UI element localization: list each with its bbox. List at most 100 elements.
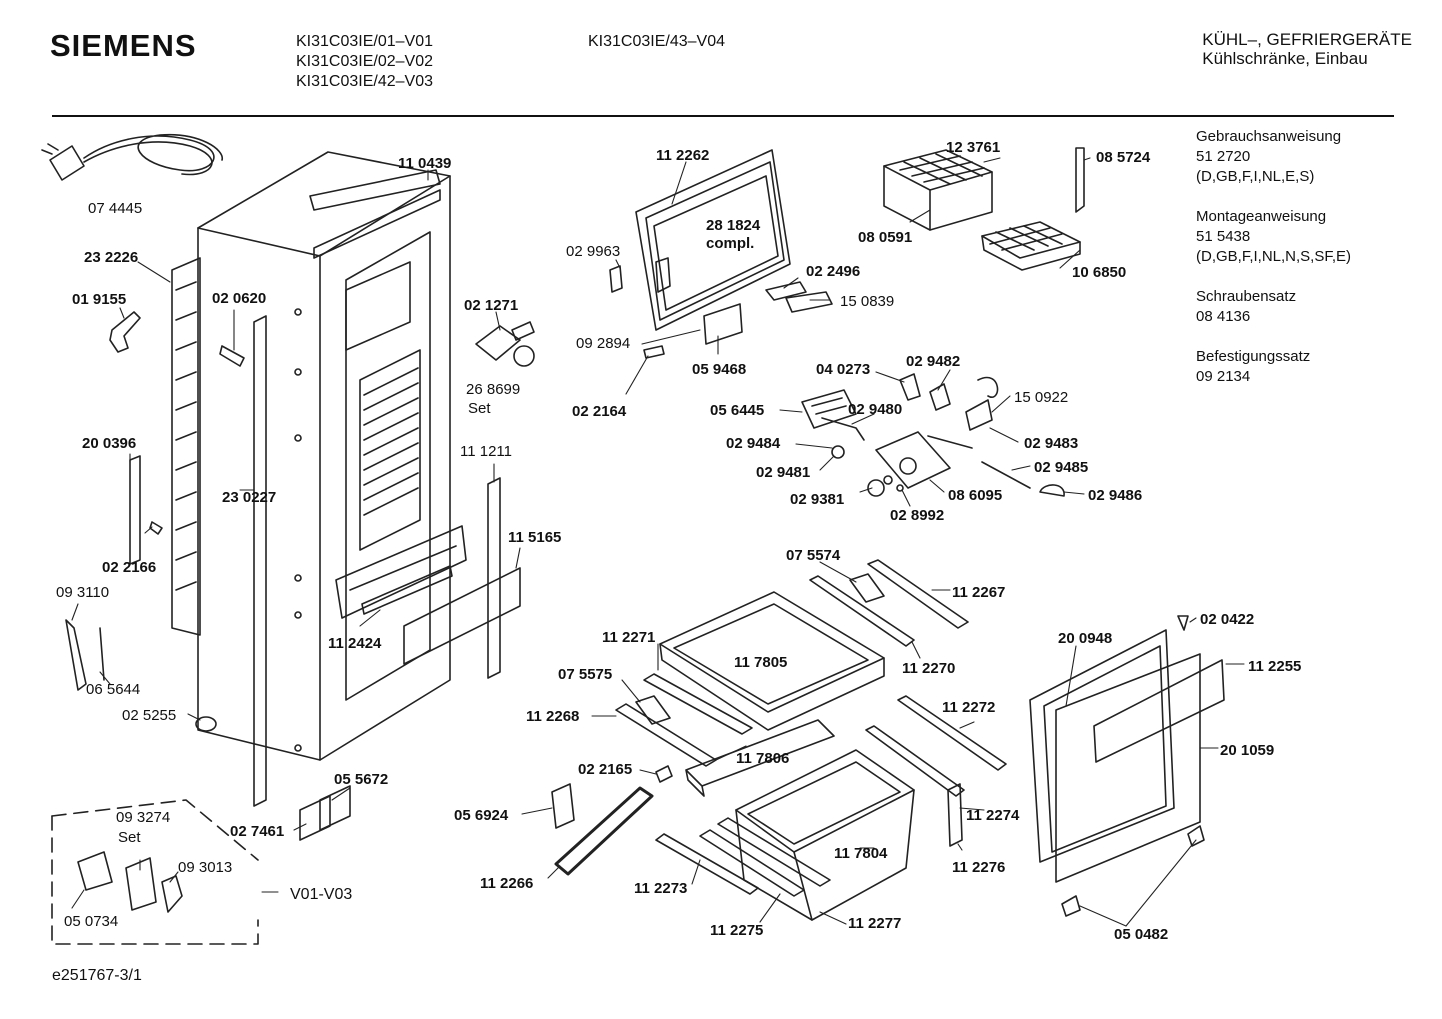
part-label: 02 9484 xyxy=(726,435,781,452)
part-label: Set xyxy=(118,829,141,846)
part-label: 02 9486 xyxy=(1088,487,1142,504)
part-label: 12 3761 xyxy=(946,139,1000,156)
part-label: 20 1059 xyxy=(1220,742,1274,759)
drawer-rail-drawing xyxy=(655,833,759,895)
part-label: 02 0422 xyxy=(1200,611,1254,628)
ice-box-drawing xyxy=(883,149,993,231)
part-label: 11 2266 xyxy=(480,875,533,892)
condenser-grid-drawing xyxy=(171,257,201,636)
document-name: Gebrauchsanweisung xyxy=(1196,128,1342,145)
part-label: 11 2274 xyxy=(966,807,1020,824)
drawer-rail-drawing xyxy=(699,829,805,897)
part-label: 20 0396 xyxy=(82,435,136,452)
header-divider xyxy=(52,115,1394,117)
part-label: 02 5255 xyxy=(122,707,176,724)
part-label: 05 5672 xyxy=(334,771,388,788)
part-label: 02 9963 xyxy=(566,243,620,260)
rail-clip-drawing xyxy=(849,573,885,603)
thermostat-assembly-drawing xyxy=(801,373,1065,497)
screw-drawing xyxy=(1177,615,1189,631)
document-code: e251767-3/1 xyxy=(52,967,142,984)
part-label: 06 5644 xyxy=(86,681,140,698)
clip-drawing xyxy=(219,345,245,367)
part-label: 11 2268 xyxy=(526,708,579,725)
part-labels: 07 4445 23 2226 01 9155 20 0396 02 2166 … xyxy=(56,139,1301,943)
part-label: 09 3110 xyxy=(56,584,109,601)
shelf-rail-drawing xyxy=(643,673,753,735)
document-item: Schraubensatz 08 4136 xyxy=(1196,287,1351,327)
part-label: 11 2273 xyxy=(634,880,687,897)
part-label: 02 2166 xyxy=(102,559,156,576)
freezer-door-drawing xyxy=(635,149,791,331)
latch-drawing xyxy=(609,265,623,293)
pin-drawing xyxy=(643,345,665,359)
shelf-tray-drawing xyxy=(659,591,885,731)
part-label: 05 0734 xyxy=(64,913,118,930)
crisper-drawer-drawing xyxy=(735,749,915,921)
part-label: 11 2262 xyxy=(656,147,709,164)
part-label: 02 9480 xyxy=(848,401,902,418)
document-name: Schraubensatz xyxy=(1196,288,1297,305)
bracket-drawing xyxy=(299,785,351,841)
part-label: 15 0839 xyxy=(840,293,894,310)
part-label: 28 1824 xyxy=(706,217,761,234)
part-label: 02 2165 xyxy=(578,761,632,778)
part-label: 01 9155 xyxy=(72,291,126,308)
document-name: Montageanweisung xyxy=(1196,208,1327,225)
rail-drawing xyxy=(487,477,501,679)
part-label: 02 9381 xyxy=(790,491,844,508)
part-label: 07 4445 xyxy=(88,200,142,217)
part-label: Set xyxy=(468,400,491,417)
cabinet-drawing xyxy=(197,151,451,761)
document-number: 09 2134 xyxy=(1196,368,1251,385)
cover-panel-drawing xyxy=(403,567,521,665)
part-label: 11 2275 xyxy=(710,922,763,939)
part-label: 11 5165 xyxy=(508,529,561,546)
part-label: 05 6924 xyxy=(454,807,509,824)
bracket-drawing xyxy=(551,783,575,829)
fan-set-box xyxy=(51,799,259,945)
part-label: 02 8992 xyxy=(890,507,944,524)
model-number: KI31C03IE/01–V01 xyxy=(296,33,433,50)
brand-logo: SIEMENS xyxy=(50,28,197,63)
part-label: 26 8699 xyxy=(466,381,520,398)
part-label: 15 0922 xyxy=(1014,389,1068,406)
part-label: 07 5575 xyxy=(558,666,612,683)
part-label: 11 2276 xyxy=(952,859,1005,876)
model-number: KI31C03IE/02–V02 xyxy=(296,53,433,70)
trim-strip-drawing xyxy=(253,315,267,807)
part-label: 11 1211 xyxy=(460,443,512,460)
part-label: 02 2496 xyxy=(806,263,860,280)
document-item: Montageanweisung 51 5438 (D,GB,F,I,NL,N,… xyxy=(1196,207,1351,267)
part-label: 08 5724 xyxy=(1096,149,1151,166)
part-label: 11 2255 xyxy=(1248,658,1301,675)
model-list-1: KI31C03IE/01–V01 KI31C03IE/02–V02 KI31C0… xyxy=(296,32,433,92)
category-title: KÜHL–, GEFRIERGERÄTE xyxy=(1202,30,1412,49)
glass-shelf-drawing xyxy=(685,719,835,797)
seal-drawing xyxy=(554,786,654,876)
part-label: 11 2277 xyxy=(848,915,901,932)
part-label: 02 1271 xyxy=(464,297,518,314)
lamp-holder-drawing xyxy=(475,321,535,367)
clip-drawing xyxy=(1187,825,1205,847)
shelf-rail-drawing xyxy=(809,575,915,647)
part-label: 20 0948 xyxy=(1058,630,1112,647)
category-block: KÜHL–, GEFRIERGERÄTE Kühlschränke, Einba… xyxy=(1202,30,1412,68)
part-label: compl. xyxy=(706,235,754,252)
part-label: 11 2272 xyxy=(942,699,995,716)
document-languages: (D,GB,F,I,NL,N,S,SF,E) xyxy=(1196,248,1352,265)
hinge-bracket-drawing xyxy=(703,303,743,345)
document-number: 51 2720 xyxy=(1196,148,1251,165)
part-label: 10 6850 xyxy=(1072,264,1126,281)
documents-list: Gebrauchsanweisung 51 2720 (D,GB,F,I,NL,… xyxy=(1196,127,1351,407)
clip-drawing xyxy=(1061,895,1081,917)
sensor-drawing xyxy=(65,619,105,691)
part-label: 07 5574 xyxy=(786,547,841,564)
hinge-drawing xyxy=(109,311,141,353)
part-label: 11 7804 xyxy=(834,845,888,862)
model-list-2: KI31C03IE/43–V04 xyxy=(588,32,725,52)
part-label: 09 2894 xyxy=(576,335,630,352)
part-label: 02 9482 xyxy=(906,353,960,370)
part-label: 23 2226 xyxy=(84,249,138,266)
part-label: 05 0482 xyxy=(1114,926,1168,943)
